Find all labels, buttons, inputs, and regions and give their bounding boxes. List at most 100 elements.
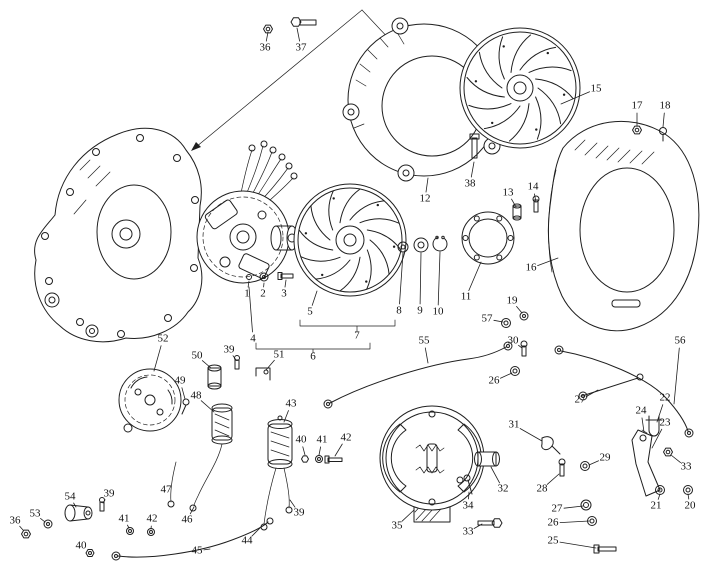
callout-45-34: 34	[463, 500, 475, 512]
callout-leader-7	[511, 198, 517, 208]
callout-58-47: 47	[161, 484, 173, 496]
callout-23-30: 30	[508, 335, 520, 347]
callout-leader-43	[546, 473, 560, 485]
callout-54-39: 39	[294, 507, 306, 519]
callout-2-15: 15	[591, 83, 603, 95]
callout-35-22: 22	[660, 392, 671, 404]
callout-26-50: 50	[192, 350, 204, 362]
callout-leader-52	[318, 446, 322, 456]
callout-18-9: 9	[417, 305, 423, 317]
callout-4-18: 18	[660, 100, 672, 112]
callout-leader-44	[490, 466, 501, 484]
callout-62-36: 36	[10, 515, 22, 527]
callout-leader-25	[153, 345, 162, 372]
callout-leader-6	[425, 177, 429, 193]
callout-53-42: 42	[341, 432, 352, 444]
callout-leader-4	[662, 112, 665, 128]
callout-leader-23	[518, 344, 523, 349]
callout-leader-56	[203, 548, 211, 551]
callout-leader-36	[641, 417, 645, 433]
callout-39-29: 29	[600, 452, 612, 464]
callout-12-3: 3	[281, 288, 287, 300]
callout-1-37: 37	[296, 42, 308, 54]
callout-46-35: 35	[392, 520, 404, 532]
flywheel-fan-upper	[459, 27, 581, 149]
callout-leader-59	[102, 499, 106, 504]
callout-65-40: 40	[76, 540, 88, 552]
side-cowl	[547, 120, 700, 332]
callout-leader-0	[265, 31, 269, 42]
callout-leader-29	[181, 387, 186, 400]
callout-28-51: 51	[274, 349, 285, 361]
callout-leader-37	[651, 428, 663, 449]
callout-leader-5	[470, 161, 475, 178]
callout-49-26: 26	[548, 517, 560, 529]
callout-leader-48	[563, 505, 584, 509]
callout-leader-14	[311, 290, 318, 306]
callout-leader-18	[419, 252, 422, 305]
callout-leader-55	[251, 527, 261, 537]
callout-leader-50	[559, 541, 597, 549]
callout-7-13: 13	[503, 187, 515, 199]
callout-leader-62	[19, 525, 24, 531]
callout-29-49: 49	[175, 375, 187, 387]
callout-43-28: 28	[537, 483, 549, 495]
flywheel-fan-center	[293, 183, 407, 297]
callout-leader-13	[248, 286, 253, 333]
callout-leader-53	[334, 443, 343, 457]
callout-25-52: 52	[158, 333, 169, 345]
group-brackets	[255, 319, 396, 354]
callout-leader-61	[40, 518, 46, 523]
callout-leader-49	[559, 520, 590, 523]
callout-leader-10	[247, 280, 250, 288]
callout-14-5: 5	[307, 306, 313, 318]
callout-64-42: 42	[147, 513, 158, 525]
callout-leader-19	[437, 251, 441, 306]
callout-leader-35	[656, 404, 664, 423]
callout-8-14: 14	[528, 181, 540, 193]
callout-leader-41	[657, 493, 661, 500]
callout-61-53: 53	[30, 508, 42, 520]
mount-hardware	[21, 497, 155, 557]
callout-leader-22	[493, 319, 504, 323]
ignition-coils	[111, 403, 343, 561]
callout-leader-27	[232, 355, 237, 361]
callout-3-17: 17	[632, 100, 644, 112]
callout-leader-17	[399, 252, 404, 305]
callout-leader-24	[499, 372, 513, 379]
crankcase-half	[34, 127, 203, 343]
callout-10-1: 1	[244, 288, 250, 300]
callout-42-20: 20	[685, 500, 697, 512]
callout-leader-34	[585, 389, 599, 398]
callout-leader-26	[201, 360, 212, 369]
callout-47-33: 33	[463, 526, 475, 538]
callout-leader-47	[473, 523, 483, 529]
callout-21-19: 19	[507, 295, 519, 307]
brake-lever-assembly	[580, 415, 693, 554]
callout-leader-60	[73, 502, 77, 508]
callout-48-27: 27	[552, 503, 564, 515]
callout-55-44: 44	[242, 535, 254, 547]
callout-leader-38	[519, 428, 543, 442]
callout-19-10: 10	[433, 306, 445, 318]
callout-leader-51	[302, 446, 306, 456]
callout-37-23: 23	[660, 417, 672, 429]
callout-6-12: 12	[420, 193, 431, 205]
callout-leader-8	[534, 193, 537, 203]
callout-50-25: 25	[548, 535, 560, 547]
callout-leader-40	[670, 454, 681, 464]
callout-38-31: 31	[509, 419, 520, 431]
callout-22-57: 57	[482, 313, 494, 325]
callout-leader-20	[468, 261, 482, 292]
callout-leader-28	[265, 359, 275, 371]
callout-34-27: 27	[575, 394, 587, 406]
seal-and-rings	[397, 195, 540, 265]
callout-24-26: 26	[489, 375, 501, 387]
callout-56-45: 45	[192, 545, 204, 557]
callout-33-56: 56	[675, 335, 687, 347]
callout-27-39: 39	[224, 344, 236, 356]
callout-9-16: 16	[526, 262, 538, 274]
callout-leader-46	[401, 509, 415, 522]
